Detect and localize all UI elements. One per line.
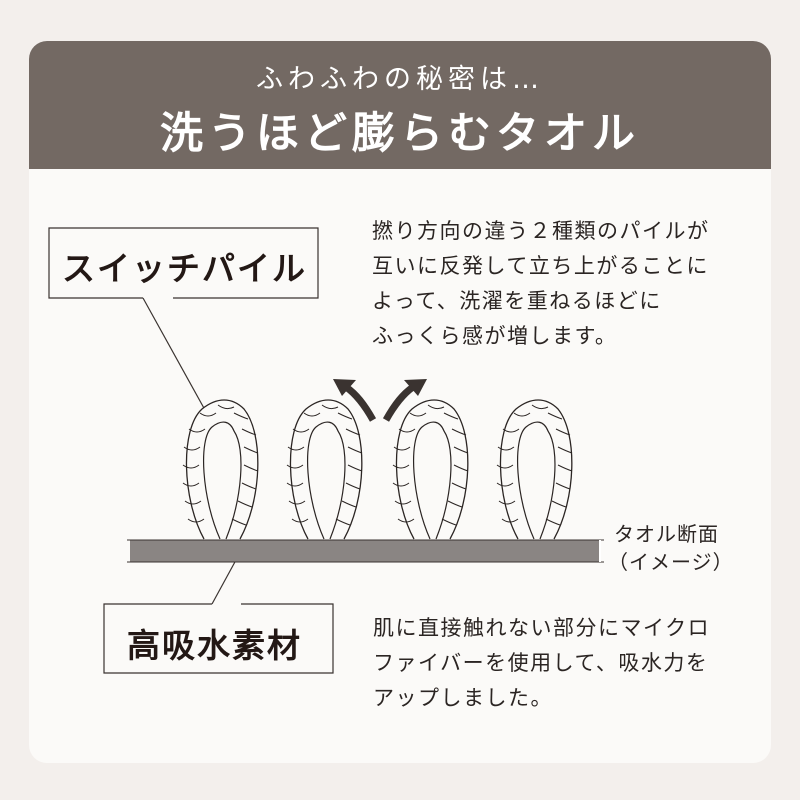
description-line: よって、洗濯を重ねるほどに bbox=[372, 289, 662, 313]
pile-4 bbox=[496, 399, 573, 540]
arrow-up-right-icon bbox=[382, 379, 427, 422]
description-absorbent: 肌に直接触れない部分にマイクロ ファイバーを使用して、吸水力を アップしました。 bbox=[373, 611, 710, 716]
info-card: ふわふわの秘密は… 洗うほど膨らむタオル bbox=[29, 41, 771, 763]
description-line: 肌に直接触れない部分にマイクロ bbox=[373, 616, 711, 640]
callout-box-switch-pile bbox=[48, 227, 319, 411]
description-line: 撚り方向の違う２種類のパイルが bbox=[372, 219, 710, 243]
header-title: 洗うほど膨らむタオル bbox=[160, 109, 640, 159]
pile-3 bbox=[392, 399, 469, 540]
cross-section-label-line: （イメージ） bbox=[608, 550, 734, 574]
pile-2 bbox=[286, 399, 363, 540]
leader-line-absorbent bbox=[211, 559, 237, 605]
leader-line-switch-pile bbox=[142, 297, 206, 411]
callout-box-absorbent bbox=[103, 559, 334, 674]
description-switch-pile: 撚り方向の違う２種類のパイルが 互いに反発して立ち上がることに よって、洗濯を重… bbox=[372, 214, 710, 354]
description-line: ファイバーを使用して、吸水力を bbox=[373, 651, 709, 675]
callout-label-switch-pile: スイッチパイル bbox=[62, 249, 307, 288]
description-line: 互いに反発して立ち上がることに bbox=[372, 254, 709, 278]
cross-section-label: タオル断面 （イメージ） bbox=[608, 520, 734, 576]
towel-base-layer bbox=[127, 539, 604, 563]
header-banner: ふわふわの秘密は… 洗うほど膨らむタオル bbox=[29, 41, 771, 169]
callout-label-absorbent: 高吸水素材 bbox=[127, 626, 302, 665]
pile-1 bbox=[182, 399, 259, 540]
cross-section-label-line: タオル断面 bbox=[614, 522, 719, 546]
description-line: アップしました。 bbox=[373, 686, 553, 710]
description-line: ふっくら感が増します。 bbox=[372, 324, 618, 348]
header-subtitle: ふわふわの秘密は… bbox=[256, 64, 544, 95]
arrow-up-left-icon bbox=[333, 379, 377, 422]
